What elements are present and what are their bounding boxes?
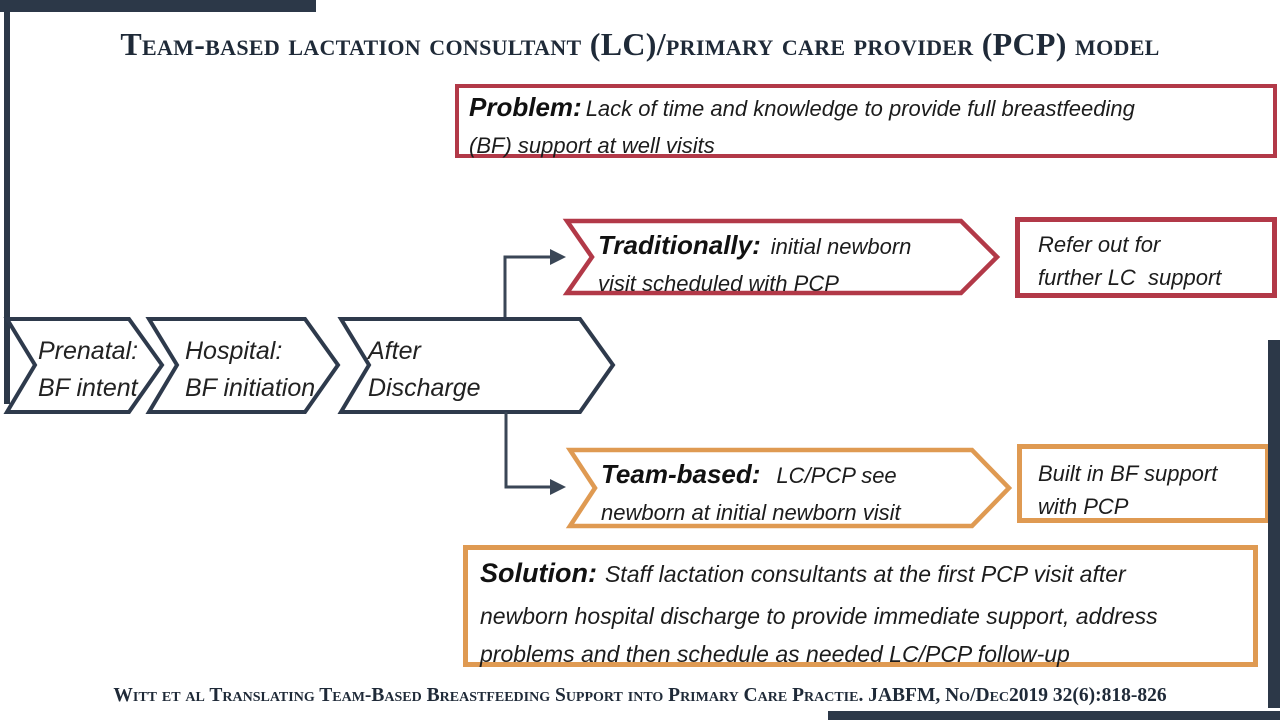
stage-prenatal-line2: BF intent — [38, 374, 138, 402]
built-line2: with PCP — [1038, 494, 1129, 519]
stage-label-prenatal: Prenatal: BF intent — [38, 333, 138, 407]
stage-prenatal-line1: Prenatal: — [38, 337, 139, 365]
traditionally-lead: Traditionally: — [598, 230, 761, 260]
connector-up-line — [503, 255, 550, 317]
citation-text: Witt et al Translating Team-Based Breast… — [113, 685, 1167, 706]
traditionally-chevron — [562, 218, 1001, 296]
team-tail: LC/PCP see — [776, 463, 897, 488]
solution-label: Solution: — [480, 558, 597, 588]
connector-down-arrowhead-icon — [550, 479, 566, 495]
stage-chevron-prenatal — [3, 317, 165, 414]
team-based-chevron — [565, 447, 1013, 529]
problem-text-line2: (BF) support at well visits — [469, 133, 715, 158]
stage-after-line2: Discharge — [368, 374, 481, 402]
solution-box: Solution: Staff lactation consultants at … — [463, 545, 1258, 667]
stage-label-hospital: Hospital: BF initiation — [185, 333, 315, 407]
team-lead: Team-based: — [601, 459, 761, 489]
left-accent-line — [4, 0, 10, 404]
stage-after-line1: After — [368, 337, 421, 365]
stage-chevron-after-discharge — [337, 317, 616, 414]
built-in-support-box: Built in BF support with PCP — [1017, 444, 1270, 523]
slide-title: Team-based lactation consultant (LC)/pri… — [120, 26, 1160, 62]
solution-line1: Staff lactation consultants at the first… — [604, 561, 1126, 587]
problem-text-line1: Lack of time and knowledge to provide fu… — [585, 96, 1135, 121]
team-line2: newborn at initial newborn visit — [601, 500, 901, 525]
refer-line2: further LC support — [1038, 265, 1222, 290]
refer-line1: Refer out for — [1038, 232, 1161, 257]
top-left-accent-bar — [0, 0, 316, 12]
connector-down-line — [504, 412, 550, 489]
stage-label-after-discharge: After Discharge — [368, 333, 481, 407]
problem-label: Problem: — [469, 92, 582, 122]
bottom-accent-bar — [828, 711, 1280, 720]
built-line1: Built in BF support — [1038, 461, 1218, 486]
stage-hospital-line2: BF initiation — [185, 374, 316, 402]
stage-chevron-hospital — [145, 317, 341, 414]
solution-line2: newborn hospital discharge to provide im… — [480, 603, 1158, 629]
solution-line3: problems and then schedule as needed LC/… — [480, 641, 1070, 667]
refer-out-box: Refer out for further LC support — [1015, 217, 1277, 298]
team-based-label: Team-based: LC/PCP see newborn at initial… — [601, 457, 901, 529]
traditionally-label: Traditionally: initial newborn visit sche… — [598, 228, 911, 300]
stage-hospital-line1: Hospital: — [185, 337, 283, 365]
right-accent-bar — [1268, 340, 1280, 708]
traditionally-tail: initial newborn — [770, 234, 912, 259]
problem-box: Problem:Lack of time and knowledge to pr… — [455, 84, 1277, 158]
traditionally-line2: visit scheduled with PCP — [598, 271, 839, 296]
connector-up-arrowhead-icon — [550, 249, 566, 265]
